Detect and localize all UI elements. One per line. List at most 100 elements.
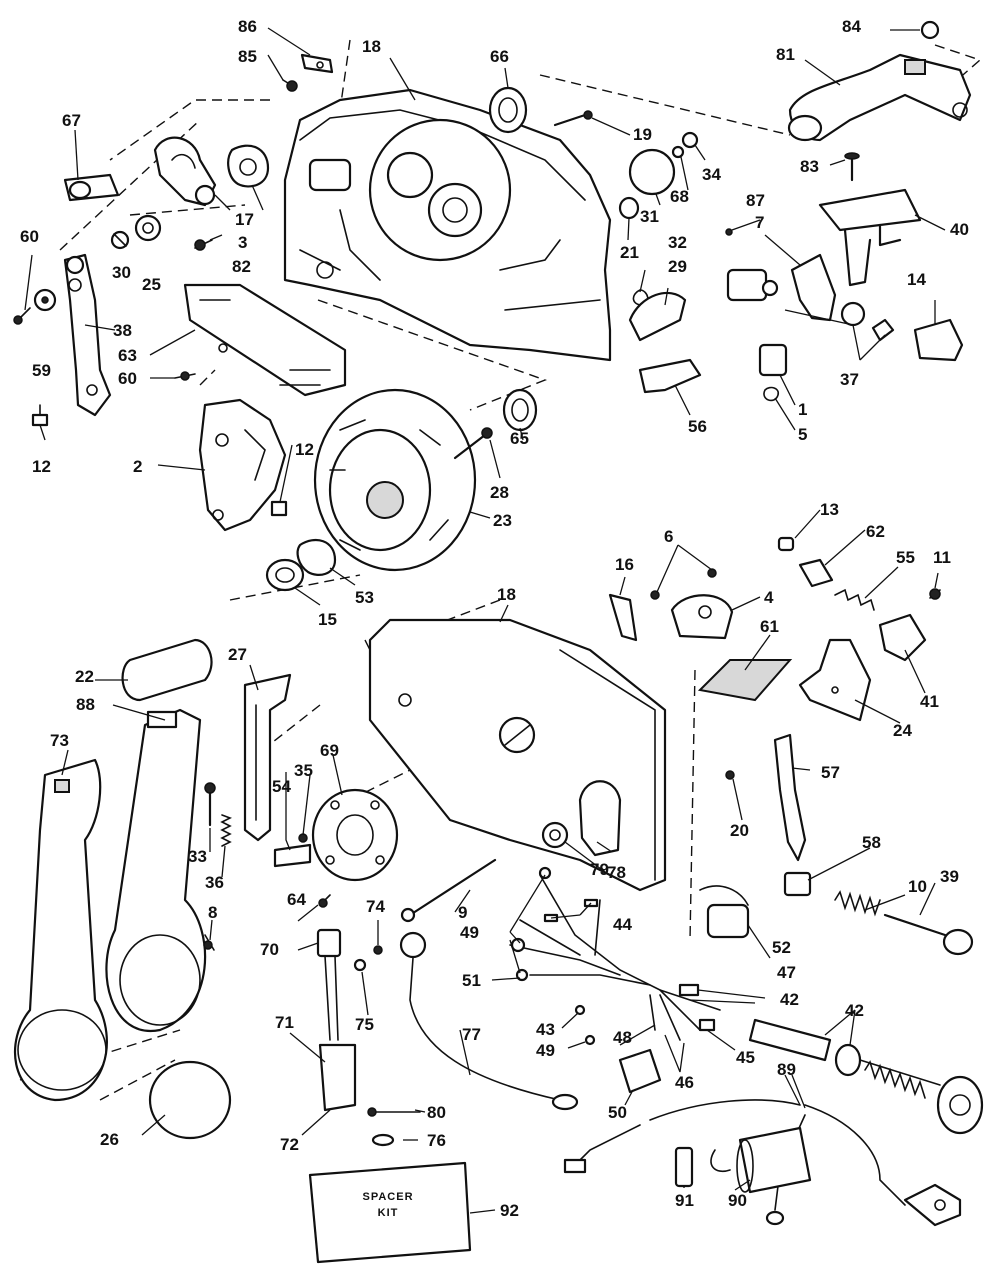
part-5-spring-clip [763, 386, 780, 402]
callout-57: 57 [821, 763, 840, 782]
callout-61: 61 [760, 617, 779, 636]
callout-32: 32 [668, 233, 687, 252]
part-harness-wiring [509, 866, 721, 1041]
callout-42-left: 42 [780, 990, 799, 1009]
part-3-lever [153, 136, 217, 207]
part-22-handle-grip [121, 638, 213, 702]
callout-24: 24 [893, 721, 912, 740]
callout-92: 92 [500, 1201, 519, 1220]
callout-68: 68 [670, 187, 689, 206]
part-7-screw [725, 228, 733, 236]
callout-28: 28 [490, 483, 509, 502]
part-53-gasket [296, 538, 337, 576]
callout-3: 3 [238, 233, 247, 252]
part-71-wire-lead [324, 955, 339, 1041]
callout-36: 36 [205, 873, 224, 892]
callout-47: 47 [777, 963, 796, 982]
part-90-boot [736, 1126, 812, 1194]
part-58-block [783, 871, 812, 897]
callout-21: 21 [620, 243, 639, 262]
part-27-slide [243, 673, 292, 842]
callout-60-upper: 60 [20, 227, 39, 246]
callout-18-upper: 18 [362, 37, 381, 56]
callout-42-right: 42 [845, 1001, 864, 1020]
callout-22: 22 [75, 667, 94, 686]
part-40-bracket [818, 188, 922, 287]
callout-27: 27 [228, 645, 247, 664]
part-14-cover [913, 318, 964, 362]
callout-88: 88 [76, 695, 95, 714]
part-70-switch [316, 928, 342, 958]
part-78-nut [541, 821, 569, 849]
part-60-screw-lower [174, 371, 196, 381]
part-77-cable [399, 931, 579, 1111]
callout-48: 48 [613, 1028, 632, 1047]
callout-16: 16 [615, 555, 634, 574]
callout-35: 35 [294, 761, 313, 780]
part-16-bracket [608, 593, 638, 642]
callout-85: 85 [238, 47, 257, 66]
callout-29: 29 [668, 257, 687, 276]
callout-91: 91 [675, 1191, 694, 1210]
part-18-lower-housing-cover [368, 618, 667, 892]
callout-79: 79 [590, 860, 609, 879]
part-72-connector [318, 1043, 357, 1112]
callout-40: 40 [950, 220, 969, 239]
part-4-horn [670, 594, 734, 640]
callout-23: 23 [493, 511, 512, 530]
callout-15: 15 [318, 610, 337, 629]
callout-90: 90 [728, 1191, 747, 1210]
part-82-screw [194, 239, 213, 251]
part-8-screw [203, 934, 215, 951]
part-52-switch [699, 885, 750, 939]
part-55-spring [834, 588, 875, 611]
part-34-nut [681, 131, 699, 149]
part-35-screw [298, 833, 308, 843]
callout-20: 20 [730, 821, 749, 840]
callout-8: 8 [208, 903, 217, 922]
part-6-screws [650, 568, 717, 600]
part-83-screw [844, 152, 860, 182]
part-64-screw [318, 894, 331, 908]
part-57-link [773, 733, 807, 862]
callout-38: 38 [113, 321, 132, 340]
part-20-screw [725, 770, 735, 780]
callout-37: 37 [840, 370, 859, 389]
callout-86: 86 [238, 17, 257, 36]
callout-77: 77 [462, 1025, 481, 1044]
callout-41: 41 [920, 692, 939, 711]
callout-33: 33 [188, 847, 207, 866]
part-88-control-handle [105, 708, 207, 1033]
callout-63: 63 [118, 346, 137, 365]
part-65-seal [502, 388, 538, 432]
callout-78: 78 [607, 863, 626, 882]
part-56-cam [638, 358, 702, 394]
callout-59: 59 [32, 361, 51, 380]
part-42-main-connector [748, 1018, 984, 1135]
part-12-pin-right [270, 500, 288, 517]
callout-54: 54 [272, 777, 291, 796]
callout-11: 11 [933, 548, 951, 567]
callout-66: 66 [490, 47, 509, 66]
part-80-screw [367, 1107, 421, 1117]
part-24-plate [798, 638, 872, 722]
spacer-kit-label-line1: SPACER [362, 1191, 413, 1203]
callout-71: 71 [275, 1013, 294, 1032]
callout-39: 39 [940, 867, 959, 886]
part-10-spring [834, 890, 881, 917]
part-76-clip [371, 1133, 395, 1147]
part-87-clip [790, 253, 837, 322]
callout-69: 69 [320, 741, 339, 760]
callout-89: 89 [777, 1060, 796, 1079]
callout-70: 70 [260, 940, 279, 959]
part-17-gasket [227, 144, 270, 188]
part-89-battery-cables [563, 1099, 962, 1227]
part-18-upper-housing [283, 88, 612, 362]
callout-84: 84 [842, 17, 861, 36]
part-26-disc [148, 1060, 232, 1140]
callout-26: 26 [100, 1130, 119, 1149]
part-31-disc [628, 148, 676, 196]
callout-50: 50 [608, 1103, 627, 1122]
part-11-screw [929, 588, 941, 600]
callout-80: 80 [427, 1103, 446, 1122]
